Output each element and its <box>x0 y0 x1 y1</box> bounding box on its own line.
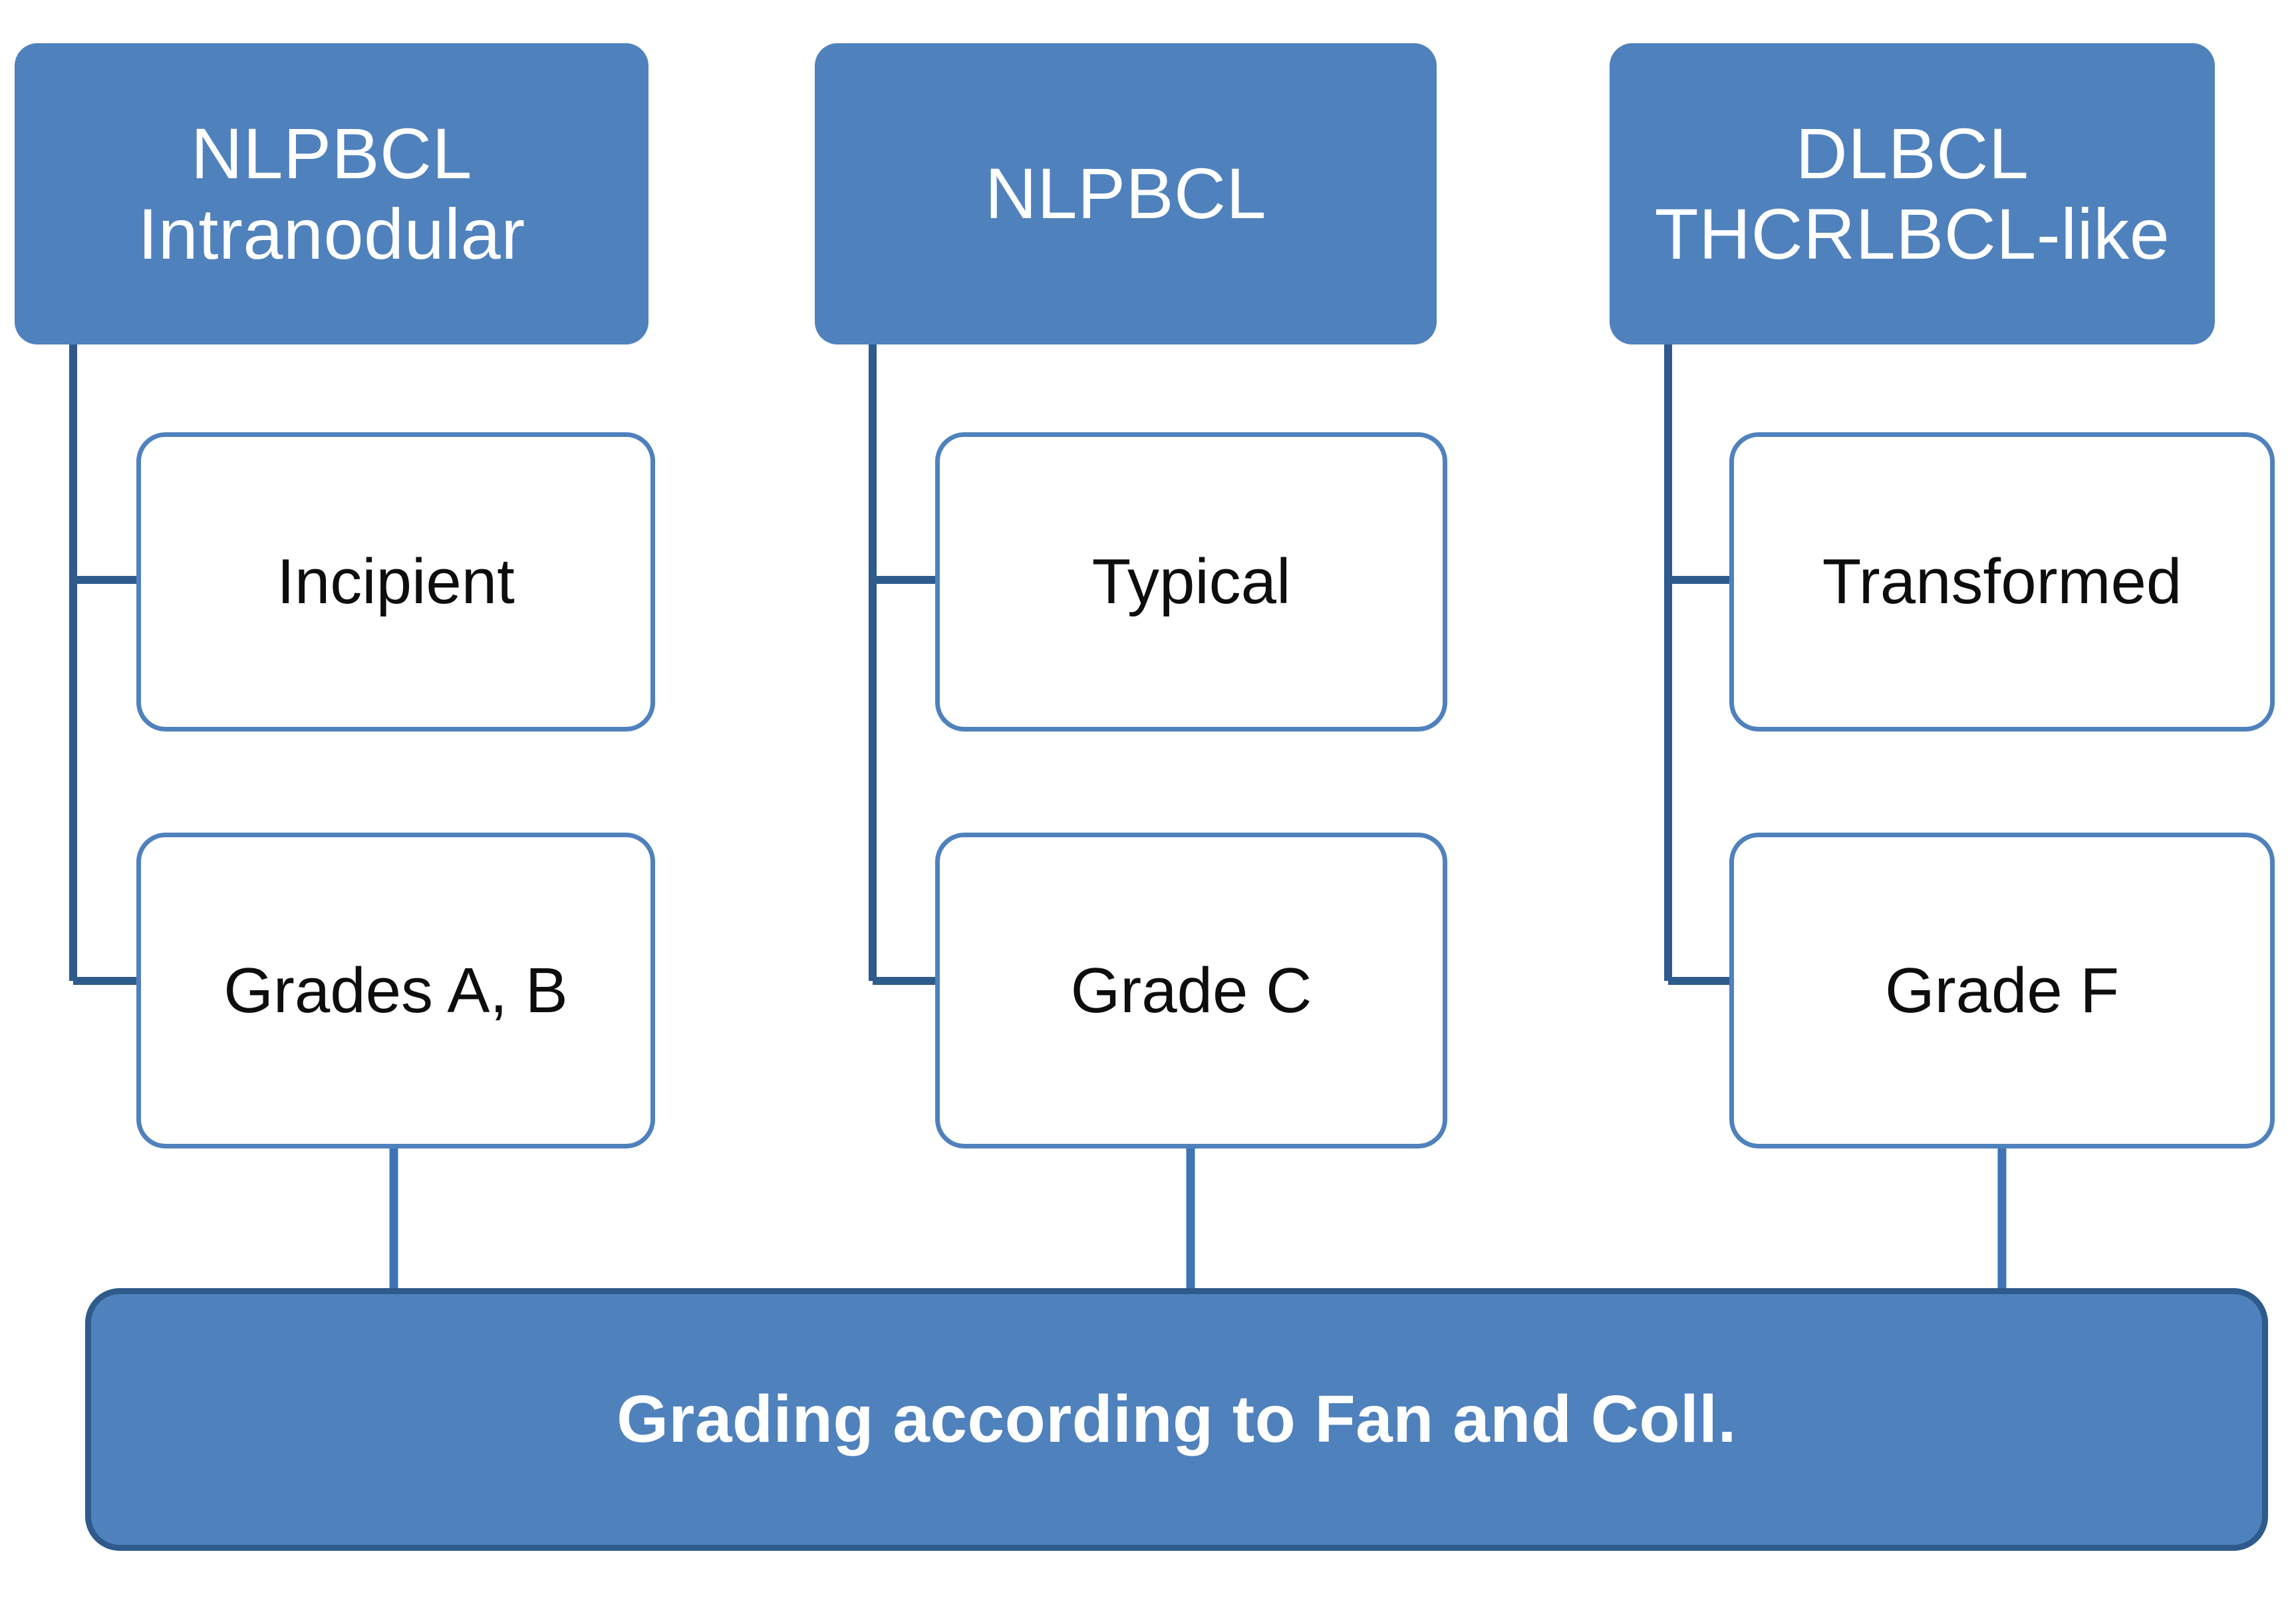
header-box-label: NLPBCL Intranodular <box>138 112 525 274</box>
header-box-label: NLPBCL <box>984 153 1267 234</box>
node-grades-a-b[interactable]: Grades A, B <box>136 833 655 1148</box>
node-label: Transformed <box>1822 546 2182 618</box>
footer-banner-label: Grading according to Fan and Coll. <box>617 1382 1737 1456</box>
node-label: Grade F <box>1884 954 2120 1026</box>
node-typical[interactable]: Typical <box>935 432 1447 732</box>
header-box-dlbcl-thcrlbcl-like[interactable]: DLBCL THCRLBCL-like <box>1610 43 2215 344</box>
node-label: Grade C <box>1070 954 1312 1026</box>
node-label: Typical <box>1091 546 1291 618</box>
node-grade-f[interactable]: Grade F <box>1729 833 2275 1148</box>
node-label: Grades A, B <box>223 954 568 1026</box>
header-box-nlpbcl[interactable]: NLPBCL <box>815 43 1437 344</box>
node-label: Incipient <box>277 546 515 618</box>
node-transformed[interactable]: Transformed <box>1729 432 2275 732</box>
node-grade-c[interactable]: Grade C <box>935 833 1447 1148</box>
node-incipient[interactable]: Incipient <box>136 432 655 732</box>
header-box-nlpbcl-intranodular[interactable]: NLPBCL Intranodular <box>15 43 648 344</box>
footer-banner[interactable]: Grading according to Fan and Coll. <box>85 1288 2268 1551</box>
header-box-label: DLBCL THCRLBCL-like <box>1654 112 2170 274</box>
